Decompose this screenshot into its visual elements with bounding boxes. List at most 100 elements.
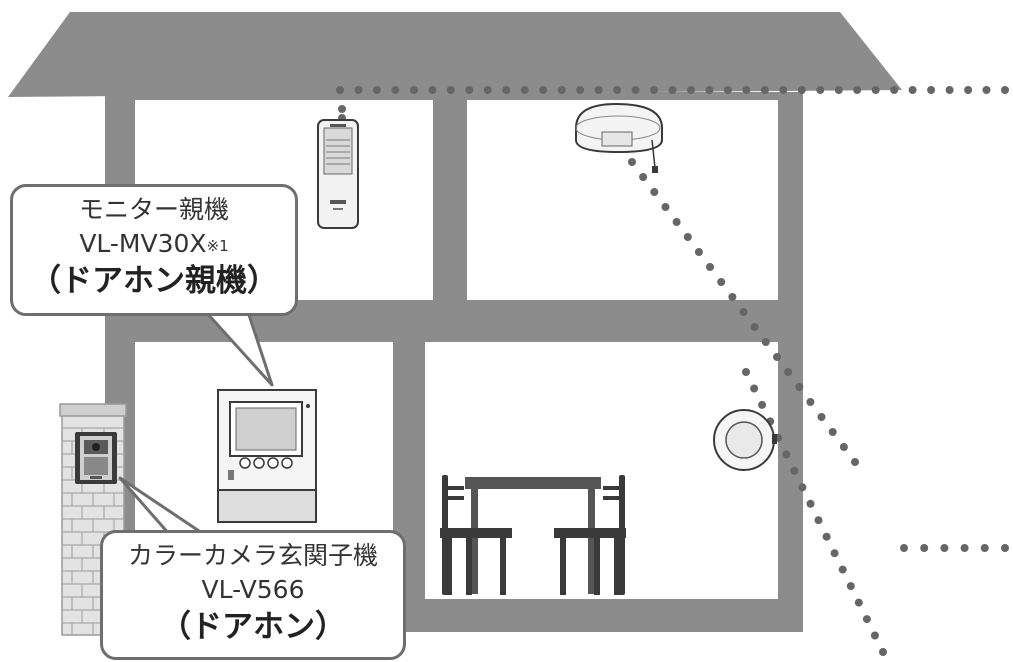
- wiring-dot: [1001, 544, 1009, 552]
- monitor-model-line: VL-MV30X※1: [13, 227, 295, 261]
- wiring-dot: [798, 483, 807, 492]
- wiring-dot: [628, 158, 636, 166]
- wiring-dot: [520, 86, 529, 94]
- monitor-model-note: ※1: [206, 237, 229, 255]
- wiring-dot: [728, 293, 737, 301]
- wiring-dot: [806, 398, 815, 406]
- wiring-dot: [790, 466, 799, 475]
- door-label: （ドアホン）: [160, 609, 346, 645]
- wiring-dot: [908, 86, 917, 94]
- room-lower-right: [425, 342, 778, 599]
- wiring-dot: [797, 86, 806, 94]
- wiring-dot: [705, 86, 714, 94]
- wiring-dot: [336, 86, 344, 94]
- wiring-dot: [594, 86, 603, 94]
- wiring-dot: [830, 549, 839, 558]
- wiring-dot: [465, 86, 474, 94]
- smoke-detector-icon: [575, 102, 663, 173]
- wiring-dot: [870, 631, 879, 640]
- door-name: カラーカメラ玄関子機: [127, 541, 378, 570]
- wiring-dot: [742, 368, 750, 376]
- wiring-dot: [782, 450, 791, 459]
- chair-icon: [554, 475, 626, 595]
- wiring-dot: [723, 86, 732, 94]
- wiring-dot: [502, 86, 511, 94]
- wiring-dot: [739, 308, 748, 316]
- wiring-dot: [539, 86, 548, 94]
- wiring-dot: [672, 218, 681, 226]
- wiring-dot: [742, 86, 751, 94]
- door-callout: カラーカメラ玄関子機 VL-V566 （ドアホン）: [100, 530, 406, 660]
- wiring-dot: [879, 648, 887, 656]
- chair-icon: [440, 475, 512, 595]
- wiring-dot: [871, 86, 880, 94]
- wiring-dot: [982, 86, 991, 94]
- wiring-dot: [838, 565, 847, 574]
- roof: [8, 12, 902, 97]
- wiring-dot: [920, 544, 929, 552]
- door-camera-icon: [75, 432, 117, 484]
- wiring-dot: [338, 105, 346, 113]
- monitor-unit-icon: [217, 389, 317, 523]
- wiring-dot: [1001, 86, 1009, 94]
- wiring-dot: [784, 368, 793, 376]
- door-model: VL-V566: [201, 575, 305, 604]
- wiring-dot: [839, 443, 848, 451]
- wiring-dot: [960, 544, 969, 552]
- wiring-dot: [853, 86, 862, 94]
- monitor-callout: モニター親機 VL-MV30X※1 （ドアホン親機）: [10, 184, 298, 316]
- wiring-dot: [694, 248, 703, 256]
- wiring-dot: [779, 86, 788, 94]
- wiring-dot: [650, 188, 659, 196]
- wiring-dot: [890, 86, 899, 94]
- wiring-dots: [336, 86, 1009, 656]
- wiring-dot: [806, 499, 815, 508]
- wiring-dot: [822, 532, 831, 541]
- wiring-dot: [354, 86, 363, 94]
- wiring-dot: [661, 203, 670, 211]
- wiring-dot: [854, 598, 863, 607]
- wiring-dot: [828, 428, 837, 436]
- dining-table-icon: [465, 477, 601, 594]
- wiring-dot: [717, 278, 726, 286]
- wiring-dot: [706, 263, 714, 271]
- wiring-dot: [758, 400, 767, 409]
- wiring-dot: [795, 383, 804, 391]
- wiring-dot: [668, 86, 677, 94]
- wiring-dot: [817, 413, 826, 421]
- monitor-label: （ドアホン親機）: [30, 263, 278, 299]
- wiring-dot: [631, 86, 640, 94]
- wiring-dot: [760, 86, 769, 94]
- wiring-dot: [945, 86, 954, 94]
- wiring-dot: [650, 86, 658, 94]
- wiring-dot: [576, 86, 585, 94]
- wiring-dot: [683, 233, 692, 241]
- monitor-model: VL-MV30X: [79, 229, 207, 258]
- wiring-dot: [613, 86, 622, 94]
- wiring-dot: [750, 384, 759, 393]
- wiring-dot: [862, 615, 871, 624]
- wiring-dot: [846, 582, 855, 591]
- monitor-name: モニター親機: [78, 195, 229, 224]
- wiring-dot: [814, 516, 823, 525]
- wiring-dot: [750, 323, 759, 331]
- wiring-dot: [557, 86, 566, 94]
- wiring-dot: [900, 544, 908, 552]
- wiring-dot: [816, 86, 825, 94]
- wiring-dot: [927, 86, 936, 94]
- wiring-dot: [483, 86, 492, 94]
- wiring-dot: [409, 86, 418, 94]
- wiring-dot: [372, 86, 381, 94]
- wiring-dot: [687, 86, 695, 94]
- wiring-dot: [639, 173, 648, 181]
- wiring-dot: [980, 544, 989, 552]
- wireless-handset-icon: [317, 119, 359, 229]
- wiring-dot: [851, 458, 859, 466]
- wiring-dot: [773, 353, 781, 361]
- wiring-dot: [428, 86, 437, 94]
- wiring-dot: [834, 86, 843, 94]
- wall-sensor-icon: [713, 409, 777, 471]
- wiring-dot: [391, 86, 400, 94]
- wiring-dot: [761, 338, 770, 346]
- wiring-dot: [446, 86, 455, 94]
